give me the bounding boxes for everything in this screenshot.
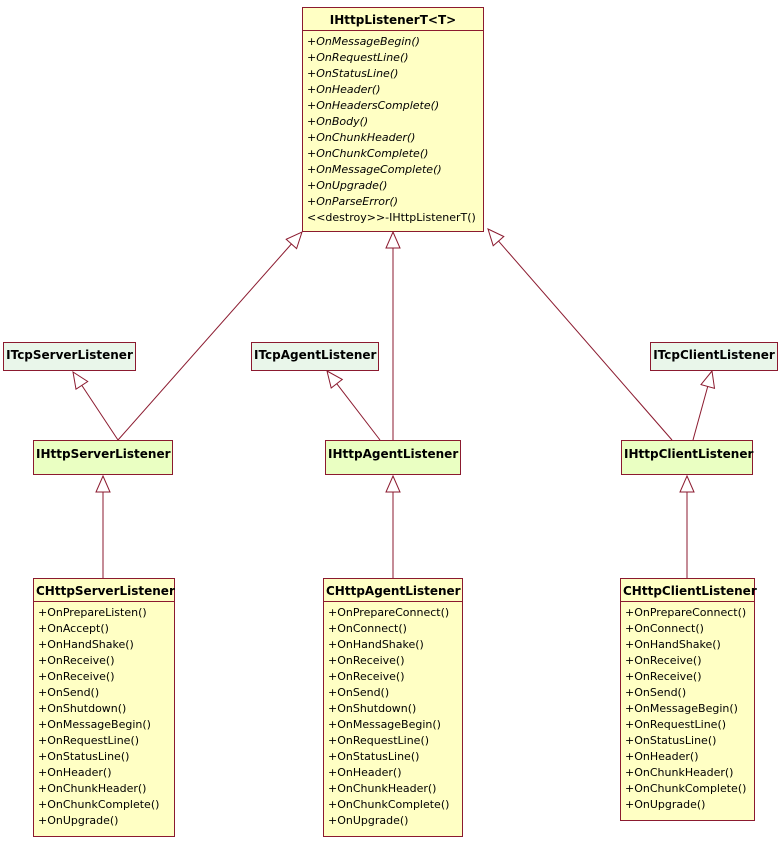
class-name: ITcpAgentListener [254, 348, 377, 362]
operation: +OnPrepareListen() [38, 606, 147, 619]
operation: +OnHeader() [307, 83, 381, 96]
class-ihttplistenert[interactable]: IHttpListenerT<T> +OnMessageBegin() +OnR… [302, 7, 484, 232]
operation: +OnHeader() [625, 750, 699, 763]
operation: +OnRequestLine() [625, 718, 727, 731]
class-chttpclientlistener[interactable]: CHttpClientListener +OnPrepareConnect() … [620, 578, 757, 821]
operation: +OnShutdown() [328, 702, 417, 715]
operation: +OnChunkComplete() [38, 798, 160, 811]
operation: +OnBody() [307, 115, 369, 128]
operation: +OnUpgrade() [625, 798, 706, 811]
class-name: ITcpServerListener [6, 348, 133, 362]
operation: +OnUpgrade() [307, 179, 388, 192]
class-ihttpserverlistener[interactable]: IHttpServerListener [33, 440, 173, 475]
operations-list: +OnPrepareConnect() +OnConnect() +OnHand… [324, 601, 462, 829]
operation: +OnMessageBegin() [328, 718, 441, 731]
operation: +OnRequestLine() [328, 734, 430, 747]
operation: +OnUpgrade() [38, 814, 119, 827]
class-ihttpagentlistener[interactable]: IHttpAgentListener [325, 440, 461, 475]
operation: +OnReceive() [38, 654, 115, 667]
class-chttpagentlistener[interactable]: CHttpAgentListener +OnPrepareConnect() +… [323, 578, 463, 837]
operation: +OnChunkComplete() [307, 147, 429, 160]
generalization-arrowhead [285, 231, 303, 250]
operations-list: +OnPrepareListen() +OnAccept() +OnHandSh… [34, 601, 174, 829]
class-itcpagentlistener[interactable]: ITcpAgentListener [251, 342, 379, 371]
operation: +OnSend() [328, 686, 390, 699]
class-name: IHttpAgentListener [328, 447, 459, 461]
class-itcpserverlistener[interactable]: ITcpServerListener [3, 342, 136, 371]
class-name: IHttpServerListener [36, 447, 171, 461]
class-name: IHttpClientListener [624, 447, 754, 461]
operation: +OnRequestLine() [307, 51, 409, 64]
operation: +OnShutdown() [38, 702, 127, 715]
operation: +OnStatusLine() [328, 750, 420, 763]
generalization-arrowhead [326, 370, 344, 389]
operation: +OnUpgrade() [328, 814, 409, 827]
operation: +OnStatusLine() [307, 67, 399, 80]
operation: +OnReceive() [328, 654, 405, 667]
operation: +OnHandShake() [38, 638, 134, 651]
operation: +OnChunkHeader() [38, 782, 147, 795]
operation: +OnHandShake() [625, 638, 721, 651]
generalization-arrowhead [385, 230, 401, 249]
class-name: IHttpListenerT<T> [329, 13, 457, 27]
operation: +OnHeader() [38, 766, 112, 779]
operation: +OnPrepareConnect() [328, 606, 450, 619]
operation: +OnMessageBegin() [625, 702, 738, 715]
operation: +OnChunkHeader() [328, 782, 437, 795]
operation: +OnAccept() [38, 622, 109, 635]
class-name: CHttpClientListener [623, 584, 757, 598]
operation: +OnConnect() [625, 622, 704, 635]
class-ihttpclientlistener[interactable]: IHttpClientListener [621, 440, 753, 475]
operation: +OnReceive() [38, 670, 115, 683]
generalization-line [117, 243, 292, 441]
operation: +OnPrepareConnect() [625, 606, 747, 619]
operation: +OnReceive() [328, 670, 405, 683]
generalization-arrowhead [700, 369, 716, 389]
generalization-line [81, 385, 119, 441]
operation: +OnStatusLine() [38, 750, 130, 763]
operation: +OnChunkHeader() [625, 766, 734, 779]
generalization-arrowhead [679, 474, 695, 493]
operation: +OnParseError() [307, 195, 399, 208]
operation: +OnMessageBegin() [307, 35, 420, 48]
operation: +OnMessageBegin() [38, 718, 151, 731]
class-name: CHttpAgentListener [326, 584, 461, 598]
operation: +OnReceive() [625, 654, 702, 667]
operation: +OnReceive() [625, 670, 702, 683]
class-name: ITcpClientListener [653, 348, 775, 362]
operation: +OnHandShake() [328, 638, 424, 651]
operations-list: +OnMessageBegin() +OnRequestLine() +OnSt… [303, 30, 483, 226]
operation: +OnSend() [38, 686, 100, 699]
operation: +OnRequestLine() [38, 734, 140, 747]
operation: +OnHeader() [328, 766, 402, 779]
generalization-line [336, 383, 381, 441]
operation: +OnChunkComplete() [328, 798, 450, 811]
class-itcpclientlistener[interactable]: ITcpClientListener [650, 342, 778, 371]
operation: +OnHeadersComplete() [307, 99, 440, 112]
generalization-line [692, 386, 709, 441]
operation: +OnChunkComplete() [625, 782, 747, 795]
class-name: CHttpServerListener [36, 584, 175, 598]
operation: +OnStatusLine() [625, 734, 717, 747]
generalization-arrowhead [487, 228, 505, 247]
operation: +OnConnect() [328, 622, 407, 635]
operations-list: +OnPrepareConnect() +OnConnect() +OnHand… [621, 601, 754, 813]
generalization-arrowhead [72, 370, 89, 391]
operation: +OnMessageComplete() [307, 163, 442, 176]
destructor-operation: <<destroy>>-IHttpListenerT() [307, 211, 476, 224]
operation: +OnChunkHeader() [307, 131, 416, 144]
generalization-arrowhead [385, 474, 401, 493]
generalization-arrowhead [95, 474, 111, 493]
operation: +OnSend() [625, 686, 687, 699]
generalization-line [498, 240, 673, 441]
class-chttpserverlistener[interactable]: CHttpServerListener +OnPrepareListen() +… [33, 578, 175, 837]
